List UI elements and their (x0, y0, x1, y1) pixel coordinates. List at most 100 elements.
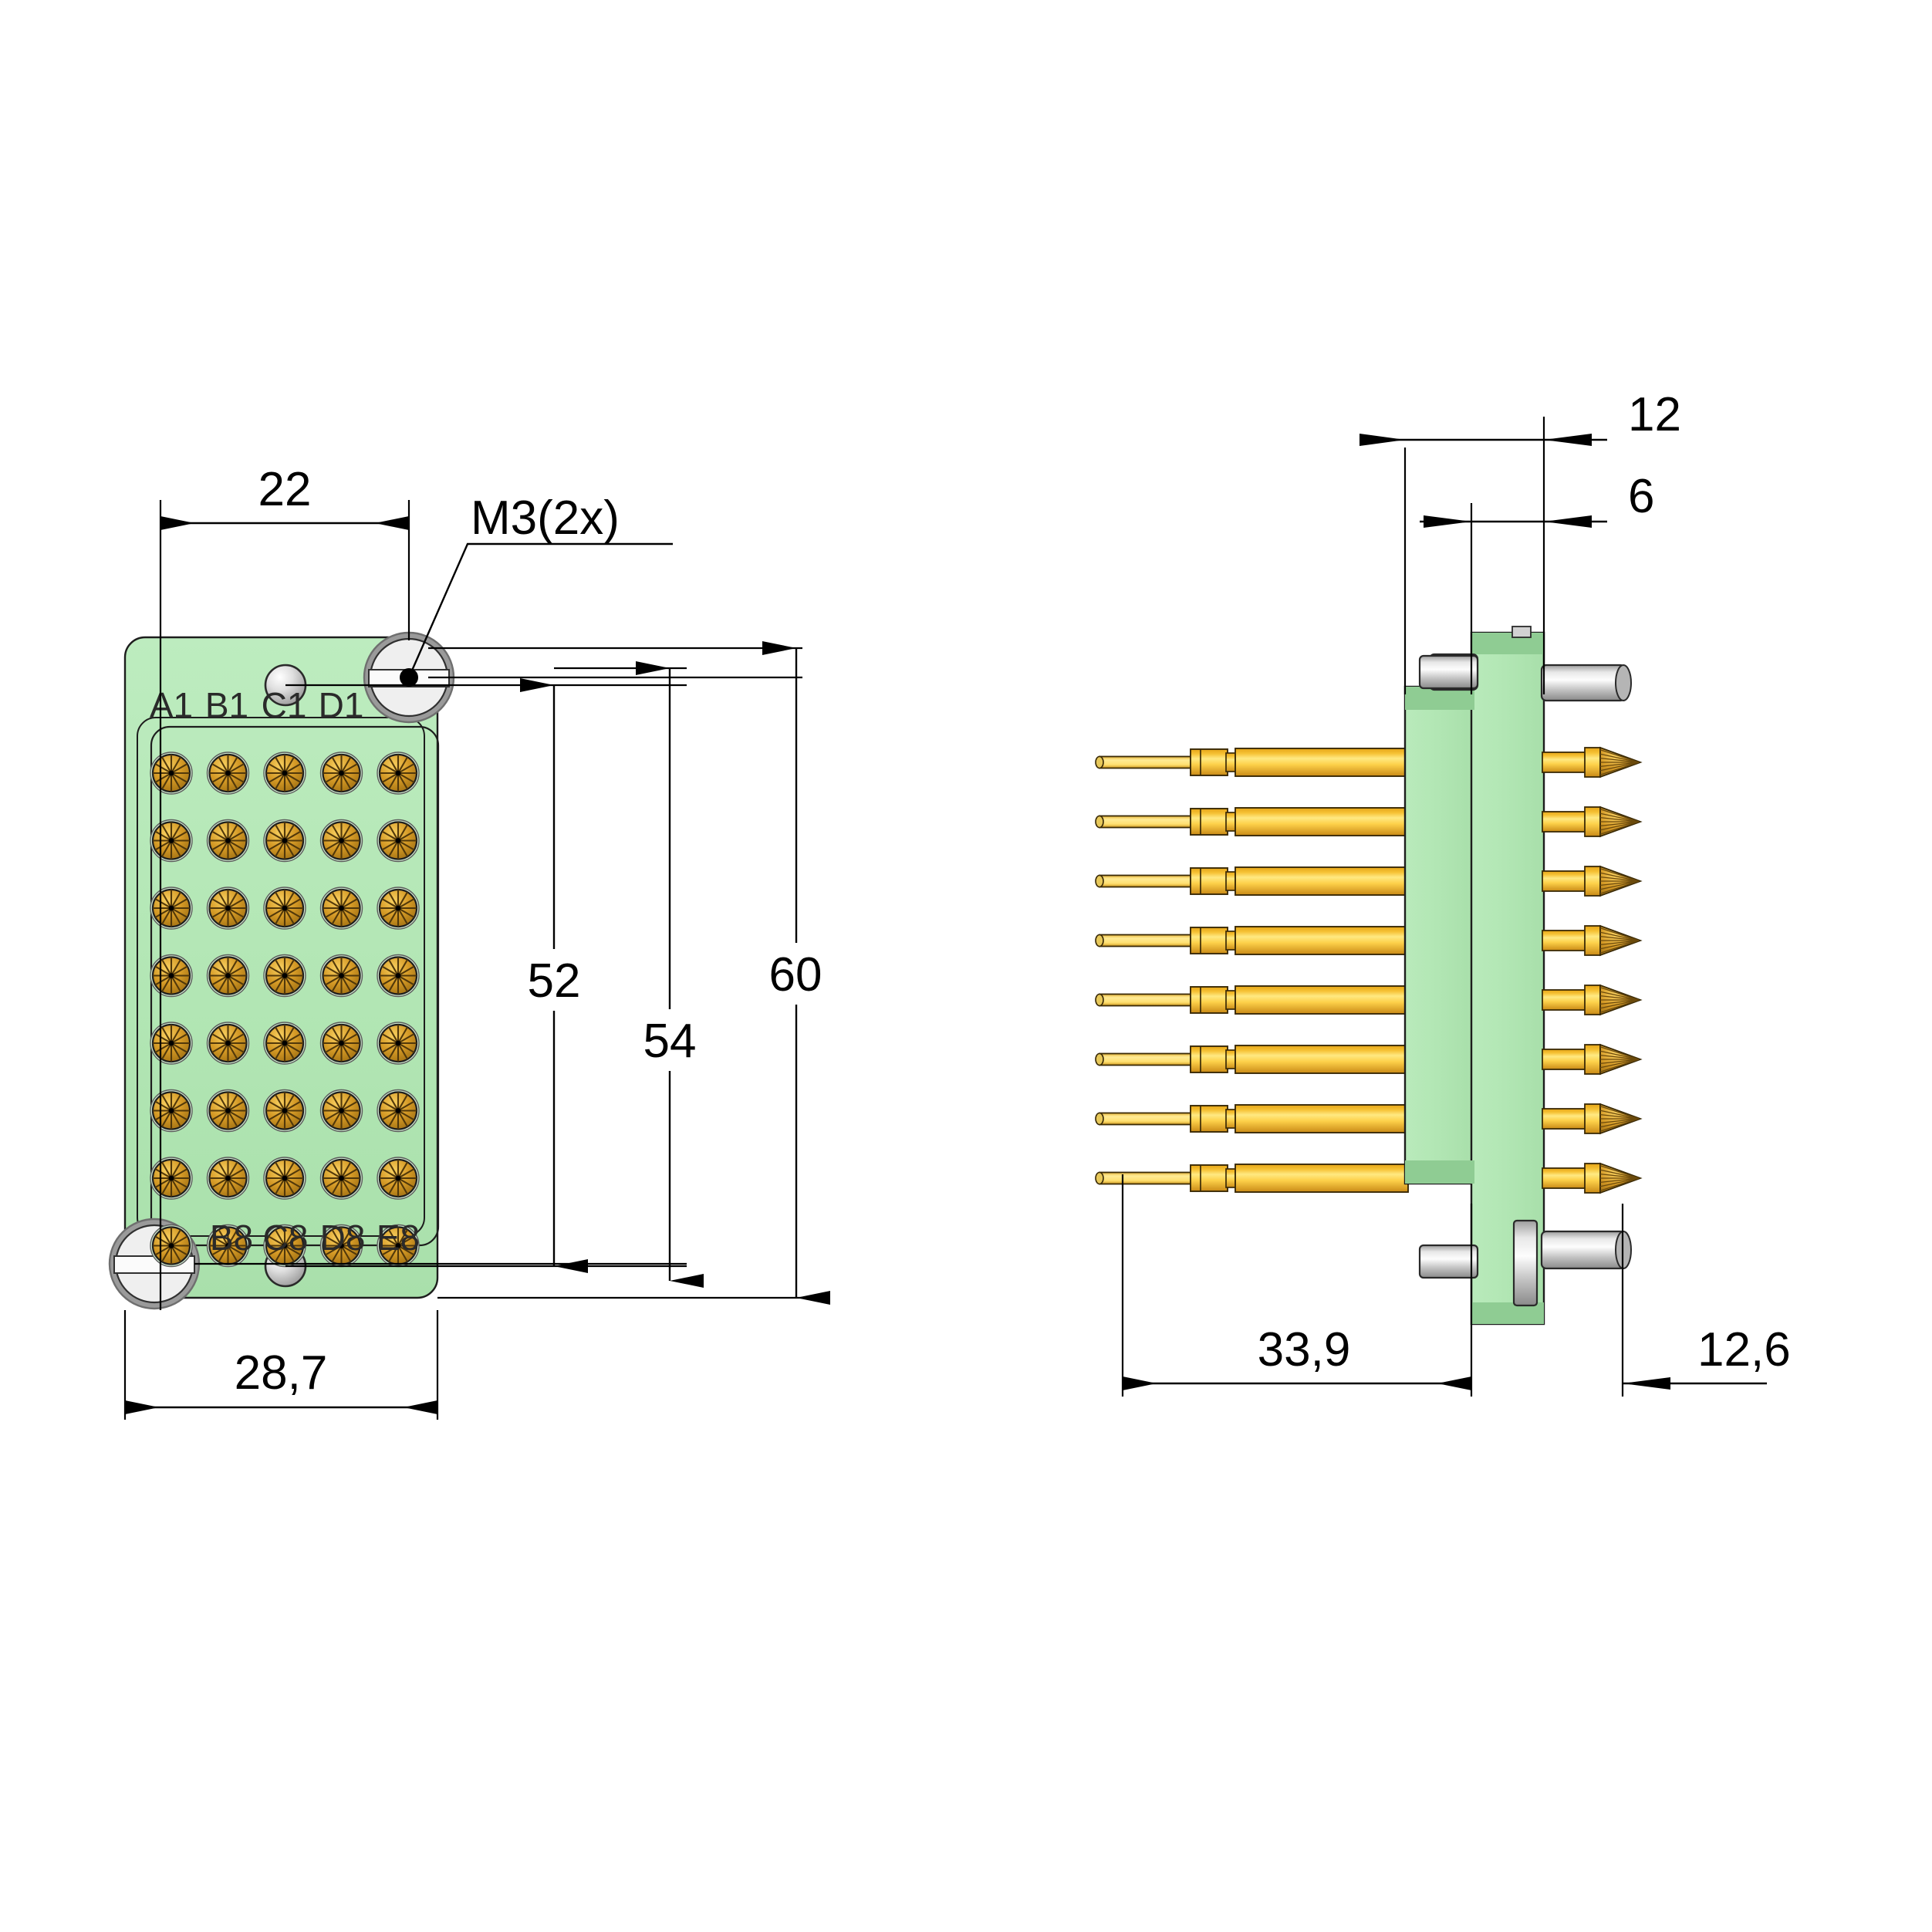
front-pin-seg-D1-11 (331, 756, 343, 774)
front-pin-center-D2 (339, 838, 344, 843)
side-left-barrel-1 (1235, 748, 1409, 777)
front-pin-center-D3 (339, 905, 344, 911)
front-pin-seg-D4-8 (325, 974, 343, 986)
side-right-tip-flute-6-1 (1599, 1050, 1640, 1060)
front-pin-seg-C4-10 (268, 965, 285, 977)
front-pin-seg-A4-2 (171, 965, 188, 977)
front-pin-seg-C3-1 (284, 891, 295, 909)
front-pin-seg-C6-11 (275, 1094, 285, 1112)
front-pin-seg-E6-1 (397, 1094, 408, 1112)
front-pin-seg-E4-4 (397, 974, 415, 986)
front-pin-seg-C8-1 (284, 1229, 295, 1247)
front-pin-seg-E5-7 (388, 1042, 399, 1060)
front-pin-C1 (263, 752, 306, 795)
front-pin-seg-D3-10 (325, 898, 343, 909)
front-pin-seg-E1-5 (397, 772, 408, 790)
front-pin-seg-A6-1 (171, 1094, 181, 1112)
front-pin-seg-D8-7 (331, 1245, 343, 1262)
front-pin-E1 (377, 752, 420, 795)
front-pin-seg-E2-2 (397, 830, 415, 842)
front-pin-seg-A5-5 (171, 1042, 181, 1060)
front-pin-seg-B3-1 (227, 891, 238, 909)
side-right-tip-flute-4-5 (1599, 940, 1640, 950)
side-right-shaft-8 (1542, 1167, 1588, 1189)
front-pin-seg-A7-8 (154, 1177, 172, 1188)
front-pin-seg-A6-10 (154, 1100, 172, 1112)
side-right-tip-flute-2-2 (1599, 816, 1640, 822)
front-pin-center-C1 (282, 770, 288, 776)
front-pin-seg-B5-4 (227, 1042, 245, 1053)
front-pin-seg-B1-11 (218, 756, 229, 774)
front-pin-seg-D1-1 (340, 756, 352, 774)
front-pin-seg-C1-4 (284, 772, 302, 783)
front-pin-seg-B3-10 (211, 898, 229, 909)
dim-6: 6 (1420, 470, 1654, 528)
side-right-tip-flute-8-0 (1599, 1165, 1640, 1179)
front-pin-D1 (319, 752, 363, 795)
front-pin-seg-E6-8 (381, 1110, 399, 1121)
front-pin-seg-E8-5 (397, 1245, 408, 1262)
side-right-pin-group (1542, 746, 1643, 1194)
front-pin-center-A6 (168, 1108, 174, 1113)
front-pin-seg-D2-7 (331, 839, 343, 857)
front-pin-seg-C7-8 (268, 1177, 285, 1188)
standoff-top-right-cap (1615, 664, 1632, 701)
front-pin-center-B5 (225, 1040, 231, 1046)
front-pin-seg-E8-1 (397, 1229, 408, 1247)
front-pin-seg-D6-7 (331, 1110, 343, 1127)
front-pin-seg-E2-8 (381, 839, 399, 851)
side-left-tail-8 (1099, 1171, 1193, 1185)
pin-label-D1: D1 (319, 685, 364, 725)
front-pin-seg-B3-4 (227, 907, 245, 918)
front-pin-seg-C3-10 (268, 898, 285, 909)
front-pin-seg-A7-4 (171, 1177, 188, 1188)
side-right-tip-flute-4-0 (1599, 927, 1640, 941)
side-right-tip-flute-5-5 (1599, 999, 1640, 1009)
side-right-tip-flute-3-6 (1599, 880, 1640, 894)
front-pin-seg-B7-4 (227, 1177, 245, 1188)
front-extension-lines (123, 500, 802, 1420)
front-pin-seg-B5-5 (227, 1042, 238, 1060)
front-pin-seg-C8-11 (275, 1229, 285, 1247)
front-pin-seg-C1-7 (275, 772, 285, 790)
front-pin-E6 (377, 1089, 420, 1133)
front-pin-seg-D6-2 (340, 1100, 358, 1112)
front-pin-seg-A8-2 (171, 1235, 188, 1247)
front-pin-seg-C5-4 (284, 1042, 302, 1053)
dim-12-6-arrow-left (1623, 1377, 1670, 1390)
side-right-tip-flute-8-6 (1599, 1177, 1640, 1191)
side-right-tip-flute-4-1 (1599, 931, 1640, 941)
front-pin-center-A4 (168, 973, 174, 978)
front-pin-seg-D6-4 (340, 1110, 358, 1121)
side-right-pin-2 (1542, 806, 1643, 838)
front-pin-seg-E3-7 (388, 907, 399, 925)
front-pin-seg-B4-2 (227, 965, 245, 977)
side-left-pin-2 (1095, 807, 1409, 836)
side-right-tip-flute-1-2 (1599, 757, 1640, 763)
front-pin-seg-D4-1 (340, 959, 352, 977)
front-pin-center-C3 (282, 905, 288, 911)
front-pin-seg-D5-10 (325, 1033, 343, 1044)
side-right-tip-flute-4-2 (1599, 935, 1640, 941)
front-pin-seg-C7-7 (275, 1177, 285, 1195)
front-pin-seg-B5-1 (227, 1026, 238, 1044)
side-left-barrel-8 (1235, 1164, 1409, 1193)
side-right-tip-flute-3-2 (1599, 876, 1640, 882)
side-right-tip-flute-3-4 (1599, 880, 1640, 887)
front-pin-center-E4 (395, 973, 401, 978)
front-pin-seg-C3-5 (284, 907, 295, 925)
front-pin-seg-A8-8 (154, 1245, 172, 1256)
side-right-tip-flute-5-2 (1599, 995, 1640, 1001)
side-right-tip-flute-5-0 (1599, 987, 1640, 1001)
front-pin-seg-C1-5 (284, 772, 295, 790)
pin-label-C8: C8 (263, 1218, 309, 1258)
front-pin-A2 (150, 819, 193, 863)
dim-60-text: 60 (769, 948, 822, 1001)
front-pin-B5 (206, 1022, 250, 1065)
side-right-tip-flute-1-6 (1599, 762, 1640, 775)
front-pin-center-E3 (395, 905, 401, 911)
front-pin-seg-C8-8 (268, 1245, 285, 1256)
front-pin-seg-E7-2 (397, 1168, 415, 1179)
dim-60: 60 (755, 641, 836, 1305)
front-pin-seg-B1-7 (218, 772, 229, 790)
